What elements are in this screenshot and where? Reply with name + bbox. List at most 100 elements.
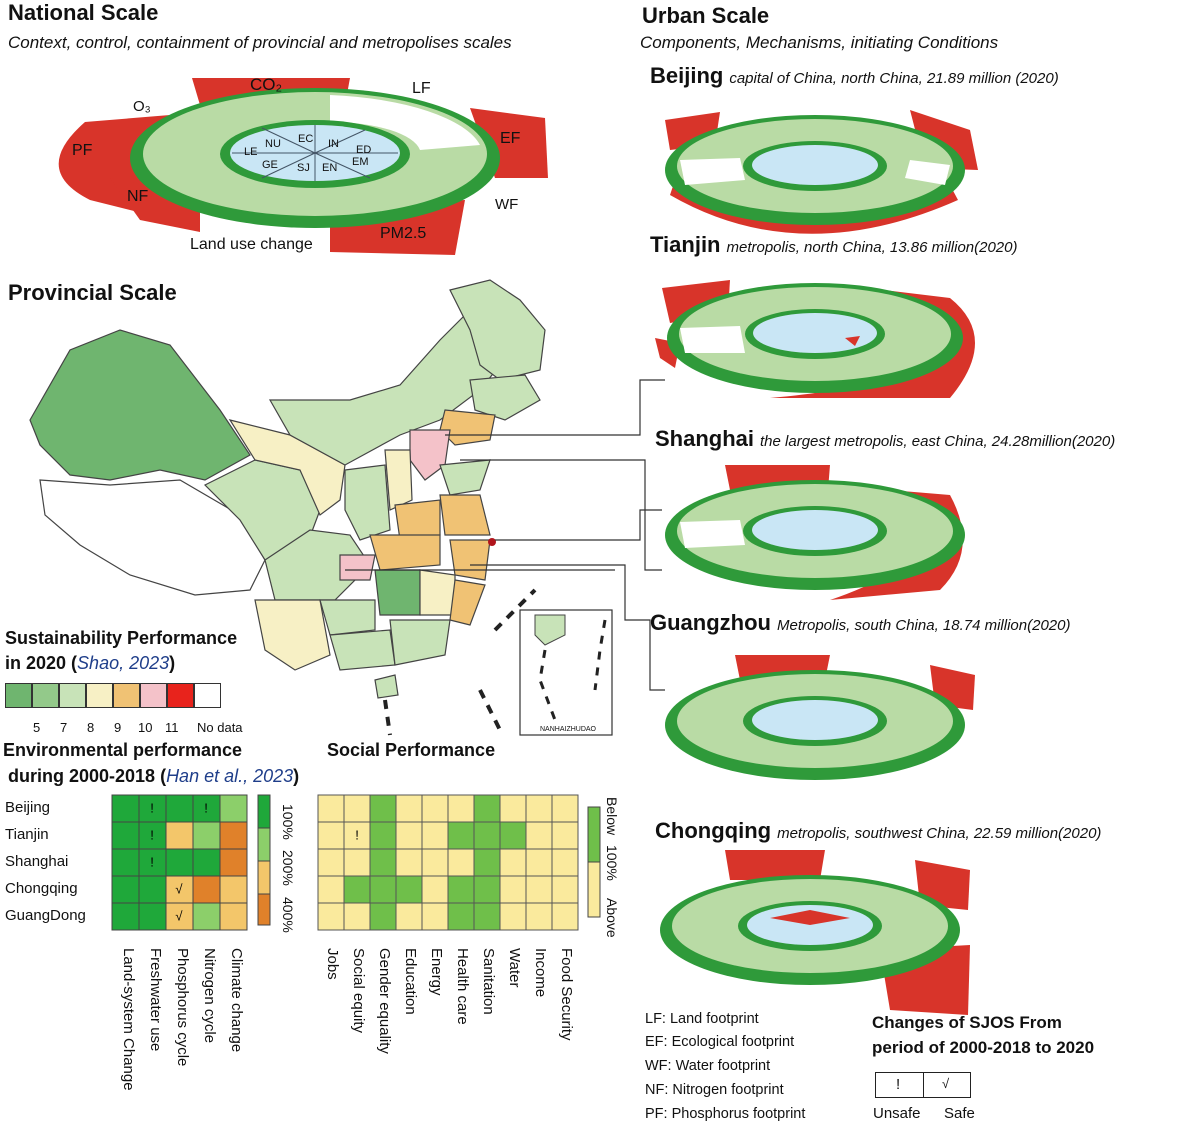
env-col-freshwater: Freshwater use [147,948,164,1052]
sjos-safe-label: Safe [944,1105,975,1122]
legend-swatch [167,683,194,708]
region-shandong [439,459,491,496]
legend-label-7: 7 [60,720,68,735]
region-xinjiang [29,329,251,481]
env-row-label-chongqing: Chongqing [5,880,78,897]
label-co2: CO₂ [250,75,283,94]
city-name: Chongqing [655,818,772,843]
region-guangdong [389,619,451,666]
sustainability-title-close: ) [169,653,176,673]
legend-label-no-data: No data [197,720,243,735]
region-tibet [39,479,266,596]
env-scale-400: 400% [280,897,296,933]
social-col-energy: Energy [428,948,445,996]
legend-swatch [194,683,221,708]
label-pm25: PM2.5 [380,225,427,242]
region-hainan [374,674,399,699]
legend-label-5: 5 [33,720,41,735]
env-row-label-guangdong: GuangDong [5,907,86,924]
label-land-use-change: Land use change [190,236,313,253]
region-jiangsu [439,494,491,536]
social-col-food: Food Security [558,948,575,1041]
env-unsafe-mark: ! [150,800,154,815]
urban-scale-subtitle: Components, Mechanisms, initiating Condi… [640,33,999,52]
sjos-unsafe-label: Unsafe [873,1105,921,1122]
region-guizhou [319,599,376,636]
region-liaoning [439,409,496,446]
env-safe-mark: √ [175,881,183,896]
env-row-label-shanghai: Shanghai [5,853,69,870]
national-scale-subtitle: Context, control, containment of provinc… [8,33,512,52]
city-description: Metropolis, south China, 18.74 million(2… [776,617,1071,634]
environmental-title-line1: Environmental performance [3,740,243,760]
social-col-education: Education [402,948,419,1015]
env-scale-200: 200% [280,850,296,886]
sustainability-title-prefix: in 2020 ( [5,653,78,673]
inner-label-ec: EC [298,133,314,145]
national-doughnut [58,78,548,255]
label-nf: NF [127,188,149,205]
env-col-nitrogen: Nitrogen cycle [201,948,218,1044]
region-jiangxi [419,569,456,616]
footprint-wf: WF: Water footprint [645,1058,771,1074]
env-scale-100: 100% [280,804,296,840]
city-description: the largest metropolis, east China, 24.2… [760,433,1116,450]
inner-label-in: IN [328,138,339,150]
footprint-pf: PF: Phosphorus footprint [645,1106,806,1122]
sjos-unsafe-symbol: ! [896,1076,901,1093]
region-hubei [369,534,441,571]
social-scale-above: Above [604,898,620,938]
shanghai-marker [488,538,496,546]
inner-label-ed: ED [356,144,372,156]
city-name: Shanghai [655,426,755,451]
env-col-climate: Climate change [228,948,245,1053]
social-col-health: Health care [454,948,471,1025]
environmental-title-prefix: during 2000-2018 ( [8,766,167,786]
region-zhejiang [449,539,491,581]
env-col-phosphorus: Phosphorus cycle [174,948,191,1067]
legend-label-11: 11 [165,720,179,735]
chongqing-doughnut [660,850,970,1015]
social-title: Social Performance [327,740,496,760]
city-name: Tianjin [650,232,721,257]
env-unsafe-mark: ! [150,854,154,869]
env-safe-mark: √ [175,908,183,923]
social-col-water: Water [506,948,523,988]
label-wf: WF [495,196,519,213]
city-title-shanghai: Shanghai the largest metropolis, east Chi… [655,426,1115,452]
legend-swatch [86,683,113,708]
social-col-jobs: Jobs [324,948,341,980]
region-jilin [469,374,541,421]
sjos-title-line2: period of 2000-2018 to 2020 [872,1038,1095,1057]
legend-swatch [5,683,32,708]
legend-label-8: 8 [87,720,95,735]
footprint-lf: LF: Land footprint [645,1011,759,1027]
environmental-citation: Han et al., 2023 [166,766,294,786]
inner-label-en: EN [322,162,338,174]
environmental-title-close: ) [293,766,300,786]
region-shanxi [384,449,413,511]
legend-label-10: 10 [138,720,153,735]
social-col-equity: Social equity [350,948,367,1034]
region-fujian [449,579,486,626]
region-shaanxi [344,464,391,541]
china-map [29,279,665,736]
inner-label-ge: GE [262,159,278,171]
environmental-title-line2: during 2000-2018 (Han et al., 2023) [8,766,299,787]
footprint-ef: EF: Ecological footprint [645,1034,795,1050]
region-chongqing [339,554,376,581]
env-row-label-tianjin: Tianjin [5,826,49,843]
sustainability-title-line1: Sustainability Performance [5,628,238,648]
region-guangxi [329,629,396,671]
inner-label-le: LE [244,146,258,158]
guangzhou-doughnut [665,655,975,780]
sustainability-citation: Shao, 2023 [77,653,170,673]
env-row-label-beijing: Beijing [5,799,51,816]
sjos-legend-box: ! √ [875,1072,971,1098]
region-yunnan [254,599,331,671]
legend-swatch [59,683,86,708]
